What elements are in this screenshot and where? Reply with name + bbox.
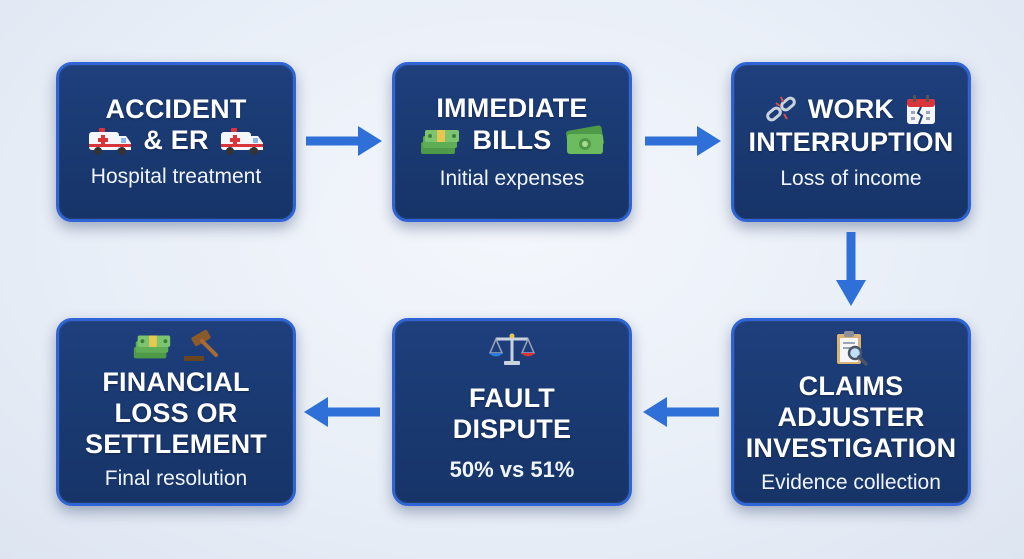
broken-chain-icon bbox=[766, 96, 796, 121]
step-title: SETTLEMENT bbox=[85, 429, 267, 459]
step-title: & ER bbox=[143, 125, 209, 155]
step-title: BILLS bbox=[472, 125, 552, 155]
ambulance-icon bbox=[220, 127, 263, 155]
clipboard-magnifier-icon bbox=[837, 331, 868, 366]
step-title: INVESTIGATION bbox=[745, 433, 957, 463]
step-subtitle: Initial expenses bbox=[439, 166, 585, 190]
step-title: DISPUTE bbox=[452, 414, 572, 444]
gavel-icon bbox=[184, 329, 218, 361]
step-title: LOSS OR bbox=[114, 398, 238, 428]
arrow-left-icon bbox=[643, 397, 719, 427]
ambulance-icon bbox=[89, 127, 132, 155]
money-stack-icon bbox=[133, 335, 171, 359]
step-work-interruption: WORK INTERRUPTION Loss of income bbox=[731, 62, 971, 222]
step-title: ACCIDENT bbox=[105, 94, 247, 124]
step-title: CLAIMS bbox=[798, 371, 904, 401]
step-immediate-bills: IMMEDIATE BILLS Initial expenses bbox=[392, 62, 632, 222]
cash-bill-icon bbox=[565, 125, 604, 154]
step-title: ADJUSTER bbox=[777, 402, 925, 432]
step-title: IMMEDIATE bbox=[436, 92, 588, 123]
step-subtitle: Final resolution bbox=[104, 467, 248, 490]
arrow-right-icon bbox=[645, 126, 721, 156]
step-fault-dispute: FAULT DISPUTE 50% vs 51% bbox=[392, 318, 632, 506]
step-subtitle: Loss of income bbox=[780, 166, 922, 190]
step-title: WORK bbox=[807, 94, 895, 124]
step-subtitle: Evidence collection bbox=[761, 471, 941, 494]
arrow-right-icon bbox=[306, 126, 382, 156]
step-subtitle: 50% vs 51% bbox=[449, 457, 575, 482]
arrow-left-icon bbox=[304, 397, 380, 427]
step-claims-adjuster-investigation: CLAIMS ADJUSTER INVESTIGATION Evidence c… bbox=[731, 318, 971, 506]
step-title: INTERRUPTION bbox=[748, 126, 954, 157]
calendar-icon bbox=[907, 94, 936, 124]
money-stack-icon bbox=[420, 129, 459, 154]
step-subtitle: Hospital treatment bbox=[90, 165, 262, 188]
step-accident-er: ACCIDENT & ER Hospital treatment bbox=[56, 62, 296, 222]
arrow-down-icon bbox=[836, 232, 866, 306]
step-financial-loss-or-settlement: FINANCIAL LOSS OR SETTLEMENT Final resol… bbox=[56, 318, 296, 506]
step-title: FINANCIAL bbox=[102, 367, 250, 397]
scales-icon bbox=[488, 333, 536, 365]
step-title: FAULT bbox=[469, 383, 555, 413]
